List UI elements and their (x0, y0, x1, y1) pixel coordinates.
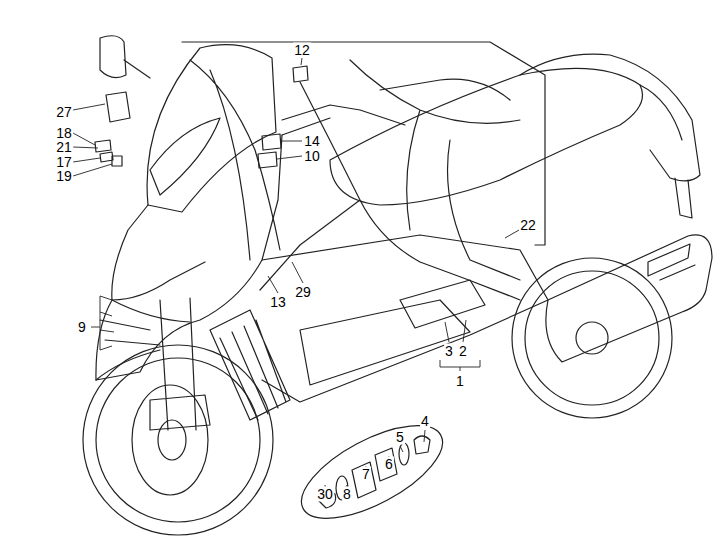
callout-number: 6 (384, 457, 394, 472)
side-panel (262, 235, 548, 402)
front-fairing (96, 135, 282, 380)
group-bracket (440, 360, 480, 371)
rear-rim (525, 271, 659, 405)
tail-section (520, 54, 700, 181)
switch-unit (106, 92, 130, 122)
leader-line (292, 262, 303, 283)
group-bracket (91, 296, 114, 350)
small-parts (95, 140, 122, 166)
brake-disc (132, 385, 208, 495)
connector (293, 66, 308, 82)
callout-number: 9 (77, 320, 87, 335)
leader-line (445, 322, 449, 342)
callout-number: 30 (316, 487, 334, 502)
leader-line (505, 230, 519, 238)
number-plate-holder (675, 178, 692, 218)
callout-number: 13 (269, 295, 287, 310)
leader-line (277, 156, 302, 159)
callout-number: 14 (303, 134, 321, 149)
windscreen (147, 45, 276, 212)
callout-number: 29 (294, 285, 312, 300)
callout-number: 17 (55, 155, 73, 170)
radiator-grille (210, 310, 290, 420)
front-rim (96, 358, 260, 522)
callout-number: 7 (361, 467, 371, 482)
clip (414, 436, 430, 454)
front-tyre (83, 345, 273, 535)
front-hub (158, 420, 186, 460)
callout-number: 27 (55, 105, 73, 120)
callout-number: 2 (458, 344, 468, 359)
callout-number: 22 (519, 218, 537, 233)
callout-number: 1 (455, 374, 465, 389)
callout-number: 5 (395, 430, 405, 445)
callout-number: 18 (55, 126, 73, 141)
seat (330, 68, 643, 205)
leader-line (301, 58, 302, 65)
leader-line (281, 141, 302, 142)
headlight (150, 118, 220, 195)
leader-line (73, 164, 112, 176)
mirror (100, 36, 150, 78)
callout-number: 19 (55, 169, 73, 184)
leader-line (73, 158, 100, 162)
connector-group-outline (288, 407, 456, 537)
callout-number: 3 (444, 344, 454, 359)
callout-number: 8 (342, 487, 352, 502)
relay (258, 134, 281, 168)
seal-ring (399, 443, 409, 465)
callout-number: 12 (293, 43, 311, 58)
leader-line (73, 133, 95, 145)
fairing-lines (96, 262, 205, 380)
callout-number: 10 (303, 149, 321, 164)
leader-line (268, 276, 278, 293)
group-bracket (182, 42, 545, 245)
leader-lines (73, 58, 519, 492)
wiring-harness (190, 60, 520, 300)
leader-line (463, 320, 466, 342)
footboard (300, 300, 470, 385)
connector-body (375, 448, 397, 481)
exhaust-muffler (546, 235, 712, 362)
rear-tyre (512, 258, 672, 418)
leader-line (424, 430, 425, 442)
line-art (83, 36, 712, 537)
front-wiring (100, 300, 190, 345)
side-vent (400, 280, 485, 328)
leader-line (400, 446, 403, 452)
callout-number: 21 (55, 140, 73, 155)
connector-body (352, 462, 376, 498)
exhaust-detail (648, 244, 695, 280)
leader-line (73, 104, 105, 110)
handlebar (282, 105, 405, 135)
leader-line (73, 147, 98, 148)
callout-number: 4 (420, 414, 430, 429)
